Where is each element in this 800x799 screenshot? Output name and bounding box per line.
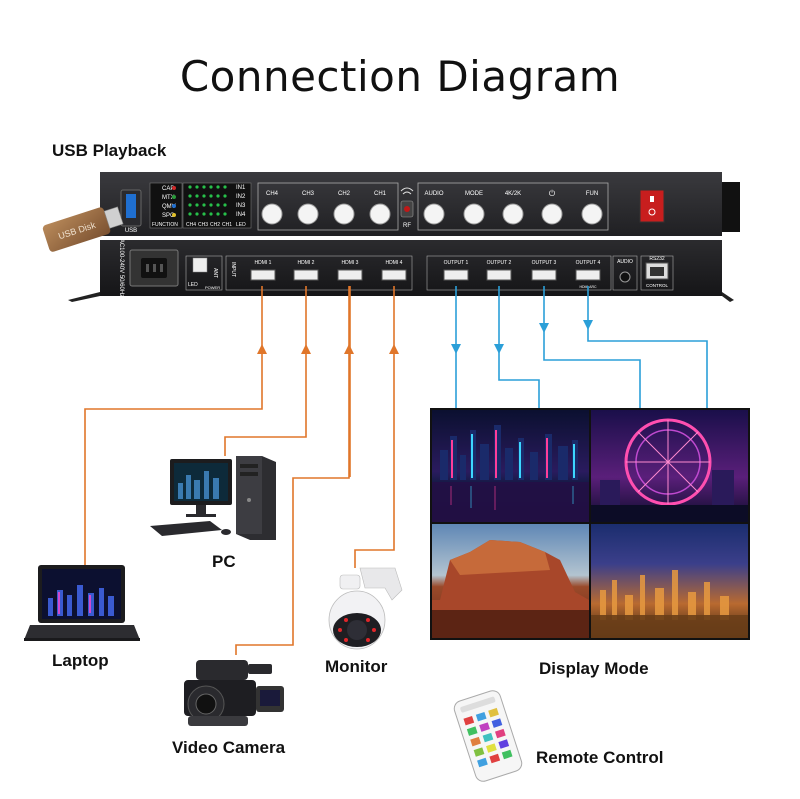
remote-control-illustration bbox=[453, 690, 523, 782]
display-screen-2 bbox=[591, 410, 748, 522]
cable-video-camera bbox=[235, 286, 350, 655]
function-spc: SPC bbox=[162, 213, 175, 219]
output-arrows bbox=[451, 320, 593, 354]
output3-label: OUTPUT 3 bbox=[532, 260, 557, 266]
output-cables bbox=[455, 286, 708, 408]
function-label: FUNCTION bbox=[152, 222, 178, 228]
output1-label: OUTPUT 1 bbox=[444, 260, 469, 266]
output3-port[interactable] bbox=[531, 269, 557, 281]
cable-output4 bbox=[587, 286, 708, 408]
cable-output3 bbox=[543, 286, 641, 408]
ch2-button[interactable] bbox=[333, 203, 355, 225]
ch4-button[interactable] bbox=[261, 203, 283, 225]
power-spec-label: AC100-240V 50/60Hz bbox=[118, 239, 124, 297]
led-col-ch3: CH3 bbox=[198, 222, 208, 228]
pc-label: PC bbox=[212, 552, 236, 571]
rs232-label: RS232 bbox=[649, 256, 665, 262]
rear-panel: AC100-240V 50/60Hz ANT LED POWER INPUT H… bbox=[68, 239, 734, 302]
function-mtx: MTX bbox=[162, 195, 175, 201]
ch1-button[interactable] bbox=[369, 203, 391, 225]
display-screen-1 bbox=[432, 410, 589, 522]
display-screen-3 bbox=[432, 524, 589, 638]
output1-port[interactable] bbox=[443, 269, 469, 281]
display-screen-4 bbox=[591, 524, 748, 638]
cable-monitor bbox=[354, 286, 395, 568]
func-label-4k2k: 4K/2K bbox=[505, 191, 521, 197]
function-cap: CAP bbox=[162, 186, 174, 192]
video-camera-label: Video Camera bbox=[172, 738, 286, 757]
hdmi2-label: HDMI 2 bbox=[298, 260, 315, 266]
ant-label: ANT bbox=[212, 268, 218, 278]
remote-control-label: Remote Control bbox=[536, 748, 664, 767]
led-label: LED bbox=[188, 282, 198, 288]
cable-laptop bbox=[84, 286, 263, 565]
led-row-in2: IN2 bbox=[236, 194, 246, 200]
output4-label: OUTPUT 4 bbox=[576, 260, 601, 266]
led-col-ch4: CH4 bbox=[186, 222, 196, 228]
led-col-ch2: CH2 bbox=[210, 222, 220, 228]
ptz-camera-illustration bbox=[328, 567, 403, 650]
led-row-in1: IN1 bbox=[236, 185, 246, 191]
rf-wireless-icon bbox=[400, 187, 414, 195]
channel-label-ch2: CH2 bbox=[338, 191, 351, 197]
video-camera-illustration bbox=[184, 660, 284, 726]
audio-button[interactable] bbox=[423, 203, 445, 225]
power-led-label: POWER bbox=[205, 285, 220, 290]
channel-label-ch3: CH3 bbox=[302, 191, 315, 197]
usb-playback-label: USB Playback bbox=[52, 141, 167, 160]
power-rocker-switch[interactable] bbox=[639, 189, 665, 223]
output4-port[interactable] bbox=[575, 269, 601, 281]
function-qmv: QMV bbox=[162, 204, 176, 210]
function-legend: CAP MTX QMV SPC FUNCTION bbox=[149, 182, 183, 229]
front-panel: USB CAP MTX QMV SPC FUNCTION IN1 IN2 bbox=[100, 172, 740, 236]
channel-label-ch4: CH4 bbox=[266, 191, 279, 197]
mode-button[interactable] bbox=[463, 203, 485, 225]
func-label-fun: FUN bbox=[586, 191, 598, 197]
func-label-audio: AUDIO bbox=[424, 191, 443, 197]
cable-output2 bbox=[498, 286, 540, 408]
diagram-title: Connection Diagram bbox=[179, 52, 621, 101]
display-wall bbox=[430, 408, 750, 640]
audio-jack-label: AUDIO bbox=[617, 259, 633, 265]
hdmi1-input-port[interactable] bbox=[250, 269, 276, 281]
pc-illustration bbox=[150, 456, 276, 540]
usb-port-label: USB bbox=[125, 228, 137, 234]
hdmi1-label: HDMI 1 bbox=[255, 260, 272, 266]
func-label-power-icon: ⏻ bbox=[549, 189, 556, 198]
func-label-mode: MODE bbox=[465, 191, 483, 197]
channel-label-ch1: CH1 bbox=[374, 191, 387, 197]
laptop-label: Laptop bbox=[52, 651, 109, 670]
input-group-label: INPUT bbox=[230, 262, 236, 277]
led-col-ch1: CH1 bbox=[222, 222, 232, 228]
led-matrix: IN1 IN2 IN3 IN4 CH4 CH3 CH2 CH1 LED bbox=[182, 182, 252, 229]
led-row-in4: IN4 bbox=[236, 212, 246, 218]
fun-button[interactable] bbox=[581, 203, 603, 225]
control-label: CONTROL bbox=[646, 283, 668, 288]
hdmi3-label: HDMI 3 bbox=[342, 260, 359, 266]
output2-port[interactable] bbox=[486, 269, 512, 281]
hdmi4-label: HDMI 4 bbox=[386, 260, 403, 266]
audio-jack[interactable] bbox=[619, 271, 631, 283]
laptop-illustration bbox=[24, 565, 140, 641]
input-arrows bbox=[257, 344, 399, 354]
hdmi4-input-port[interactable] bbox=[381, 269, 407, 281]
power-button[interactable] bbox=[541, 203, 563, 225]
cable-pc bbox=[224, 286, 307, 456]
hdmi2-input-port[interactable] bbox=[293, 269, 319, 281]
ch3-button[interactable] bbox=[297, 203, 319, 225]
display-mode-label: Display Mode bbox=[539, 659, 649, 678]
usb-disk: USB Disk bbox=[42, 206, 124, 252]
resolution-button[interactable] bbox=[502, 203, 524, 225]
hdmi3-input-port[interactable] bbox=[337, 269, 363, 281]
antenna-port[interactable] bbox=[192, 257, 208, 273]
output2-label: OUTPUT 2 bbox=[487, 260, 512, 266]
rf-label: RF bbox=[403, 223, 411, 229]
led-row-in3: IN3 bbox=[236, 203, 246, 209]
monitor-label: Monitor bbox=[325, 657, 388, 676]
led-col-led: LED bbox=[236, 222, 246, 228]
